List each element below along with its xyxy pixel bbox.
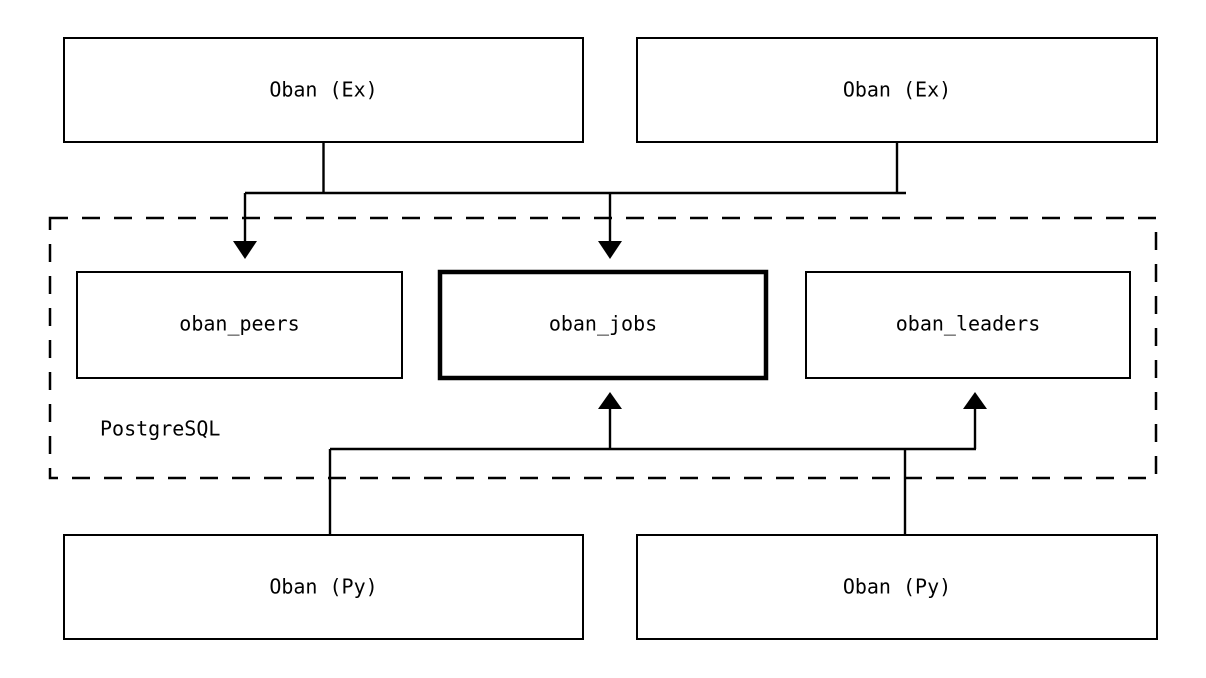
node-oban-peers[interactable]: oban_peers: [76, 271, 403, 379]
group-label: PostgreSQL: [100, 417, 220, 441]
node-label: oban_leaders: [896, 312, 1041, 336]
node-oban-leaders[interactable]: oban_leaders: [805, 271, 1131, 379]
node-oban-jobs[interactable]: oban_jobs: [437, 269, 769, 381]
group-postgresql: PostgreSQL: [48, 216, 1158, 480]
node-box: [636, 534, 1158, 640]
connector-consumers-to-tables: [328, 392, 987, 535]
node-label: oban_peers: [179, 312, 299, 336]
arrow-up-icon-oban-jobs: [598, 392, 622, 409]
arrow-up-icon-oban-leaders: [963, 392, 987, 409]
node-box: [76, 271, 403, 379]
node-oban-ex-right[interactable]: Oban (Ex): [636, 37, 1158, 143]
node-box: [63, 534, 584, 640]
node-label: Oban (Ex): [269, 78, 377, 102]
node-box: [63, 37, 584, 143]
node-oban-ex-left[interactable]: Oban (Ex): [63, 37, 584, 143]
node-label: Oban (Py): [843, 575, 951, 599]
node-box: [437, 269, 769, 381]
node-label: Oban (Py): [269, 575, 377, 599]
node-oban-py-left[interactable]: Oban (Py): [63, 534, 584, 640]
node-label: Oban (Ex): [843, 78, 951, 102]
group-border: [48, 216, 1158, 480]
arrow-down-icon-oban-peers: [233, 241, 257, 259]
node-oban-py-right[interactable]: Oban (Py): [636, 534, 1158, 640]
node-box: [805, 271, 1131, 379]
node-box: [636, 37, 1158, 143]
node-label: oban_jobs: [549, 312, 657, 336]
arrow-down-icon-oban-jobs: [598, 241, 622, 259]
connector-producers-to-tables: [233, 142, 906, 259]
